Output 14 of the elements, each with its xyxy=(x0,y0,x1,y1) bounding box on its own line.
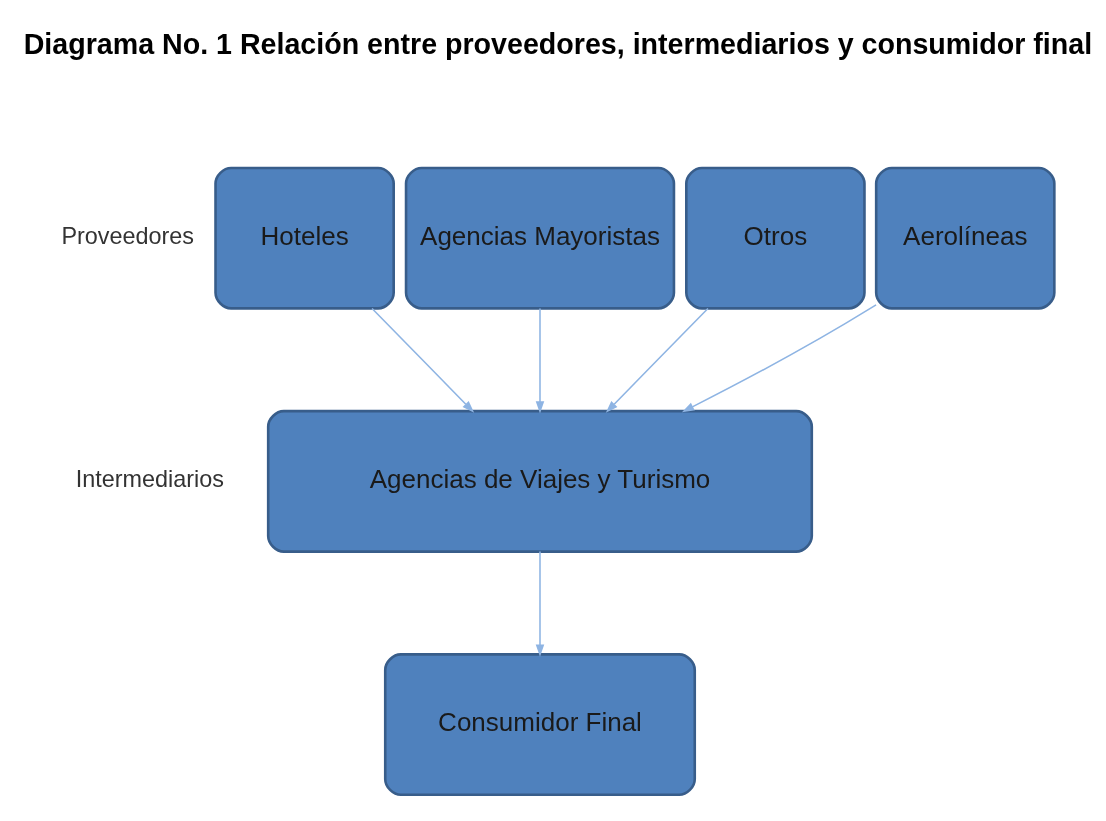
arrow xyxy=(535,550,545,657)
arrow xyxy=(535,307,545,413)
diagram-title: Diagrama No. 1 Relación entre proveedores, intermediarios y consumidor final xyxy=(23,27,1093,60)
arrow xyxy=(605,307,709,413)
label: Proveedores xyxy=(61,222,195,249)
node-box: Hoteles xyxy=(214,166,395,310)
node-box: Agencias Mayoristas xyxy=(404,166,676,310)
node-box: Agencias de Viajes y Turismo xyxy=(266,409,814,553)
node-box: Otros xyxy=(685,166,866,310)
arrow xyxy=(371,307,475,413)
label: Intermediarios xyxy=(75,465,224,492)
node-box: Consumidor Final xyxy=(383,652,697,796)
arrow xyxy=(681,303,877,412)
node-box: Aerolíneas xyxy=(874,166,1056,310)
